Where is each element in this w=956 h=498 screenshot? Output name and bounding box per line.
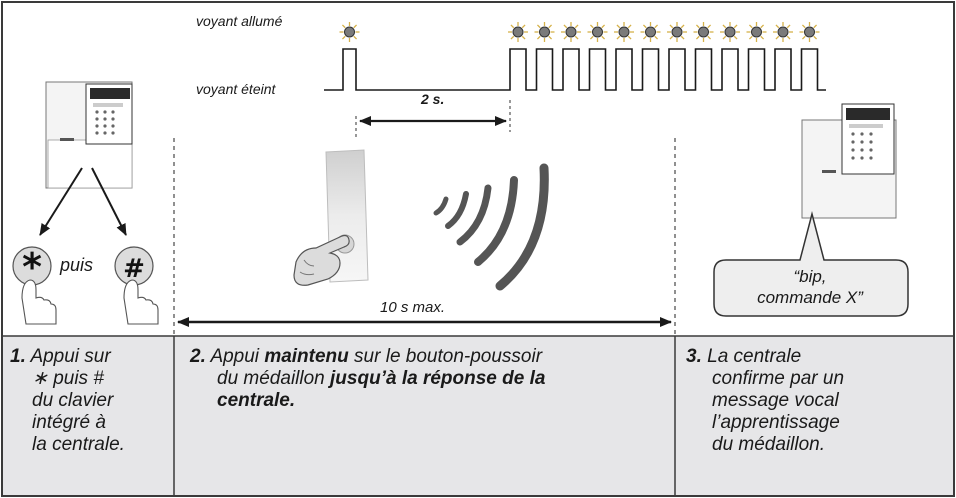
hash-key: # [114, 246, 154, 286]
step-3-line-2: confirme par un [712, 368, 845, 389]
led-signal-waveform [324, 48, 826, 91]
led-lit-icon [746, 22, 767, 42]
control-panel-left [45, 81, 133, 189]
label-led-on: voyant allumé [196, 13, 283, 29]
led-lit-icon [667, 22, 687, 42]
caption-band [3, 336, 953, 495]
step-1-line-5: la centrale. [32, 434, 125, 455]
puis-label: puis [59, 255, 93, 275]
caption-step-2: 2. Appui maintenu sur le bouton-poussoir… [190, 346, 670, 412]
svg-text:#: # [123, 254, 145, 284]
finger-icon-hash [123, 279, 159, 325]
step-2-bold-maintenu: maintenu [264, 346, 349, 367]
bubble-line-1: “bip, [793, 267, 826, 286]
led-lit-icon [339, 22, 360, 42]
led-lit-icon [587, 22, 608, 42]
step-3-number: 3. [686, 346, 702, 367]
hand-pressing-icon [293, 234, 350, 286]
led-glyph-group [339, 22, 820, 42]
interval-label: 2 s. [420, 91, 444, 107]
step-2-text-b: sur le bouton-poussoir [348, 346, 543, 367]
bubble-line-2: commande X” [757, 288, 864, 307]
svg-text:*: * [22, 245, 42, 289]
speech-bubble [713, 211, 909, 317]
step-1-line-4: intégré à [32, 412, 106, 433]
step-3-line-3: message vocal [712, 390, 839, 411]
caption-step-3: 3. La centrale confirme par un message v… [686, 346, 948, 456]
step-2-bold-reponse: jusqu’à la réponse de la [330, 368, 546, 389]
caption-step-1: 1. Appui sur ∗ puis # du clavier intégré… [10, 346, 170, 456]
control-panel-right [801, 103, 897, 219]
label-led-off: voyant éteint [196, 81, 276, 97]
star-key: * [12, 245, 52, 289]
step-3-line-5: du médaillon. [712, 434, 826, 455]
step-1-line-3: du clavier [32, 390, 114, 411]
step-3-line-4: l’apprentissage [712, 412, 840, 433]
step-1-line-2: puis # [47, 368, 104, 389]
step-3-line-1: La centrale [707, 346, 802, 367]
step-1-number: 1. [10, 346, 26, 367]
arrow-to-star-key [39, 167, 83, 236]
led-lit-icon [693, 22, 714, 42]
arrow-to-hash-key [91, 167, 127, 236]
step-2-number: 2. [190, 346, 206, 367]
radio-waves-icon [433, 163, 549, 291]
step-1-line-1: Appui sur [30, 346, 111, 367]
led-lit-icon [799, 22, 820, 42]
finger-icon-star [21, 279, 57, 325]
step-1-symbol: ∗ [32, 368, 48, 389]
step-2-text-c: du médaillon [217, 368, 331, 389]
led-lit-icon [534, 22, 555, 42]
led-lit-icon [508, 22, 528, 42]
led-lit-icon [720, 22, 740, 42]
step-2-text-a: Appui [210, 346, 265, 367]
led-lit-icon [561, 22, 581, 42]
led-lit-icon [640, 22, 661, 42]
duration-label: 10 s max. [380, 299, 445, 316]
led-lit-icon [773, 22, 793, 42]
led-lit-icon [614, 22, 634, 42]
step-2-bold-centrale: centrale. [217, 390, 296, 411]
